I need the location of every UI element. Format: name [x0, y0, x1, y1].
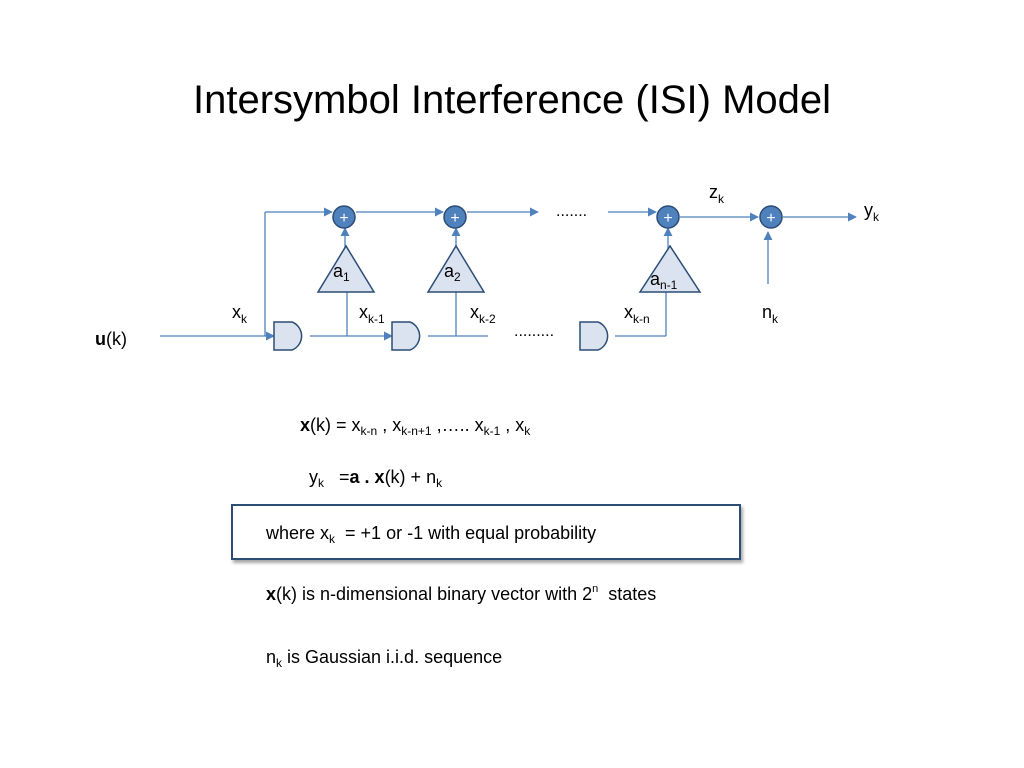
label-input-uk: u(k) — [95, 329, 127, 349]
gain-an-1 — [638, 244, 702, 293]
slide-title: Intersymbol Interference (ISI) Model — [192, 78, 832, 122]
label-yk: yk — [864, 200, 880, 224]
label-a1: a1 — [333, 261, 350, 284]
adder-plus-label: + — [450, 210, 459, 227]
label-nk: nk — [762, 302, 779, 326]
label-xk-1: xk-1 — [359, 302, 385, 326]
gain-a2 — [426, 244, 486, 293]
delay-element-1 — [273, 321, 303, 351]
label-an-1: an-1 — [650, 269, 678, 292]
binary-vector-statement: x(k) is n-dimensional binary vector with… — [266, 583, 657, 605]
probability-statement: where xk = +1 or -1 with equal probabili… — [266, 523, 597, 546]
ellipsis-top: ....... — [556, 203, 587, 220]
ellipsis-bottom: ......... — [514, 323, 554, 340]
delay-element-2 — [391, 321, 421, 351]
gain-a1 — [316, 244, 376, 293]
probability-callout-box — [231, 504, 741, 560]
label-xk: xk — [232, 302, 248, 326]
noise-statement: nk is Gaussian i.i.d. sequence — [266, 647, 503, 670]
label-zk: zk — [709, 182, 725, 206]
equation-output: yk =a . x(k) + nk — [309, 467, 443, 490]
adder-2: + — [443, 205, 467, 229]
adder-noise: + — [759, 205, 783, 229]
label-a2: a2 — [444, 261, 461, 284]
delay-element-n — [579, 321, 609, 351]
signal-wires — [160, 207, 857, 341]
equation-state-vector: x(k) = xk-n , xk-n+1 ,….. xk-1 , xk — [300, 415, 531, 438]
label-xk-2: xk-2 — [470, 302, 496, 326]
label-xk-n: xk-n — [624, 302, 650, 326]
adder-1: + — [332, 205, 356, 229]
adder-plus-label: + — [663, 210, 672, 227]
adder-plus-label: + — [766, 210, 775, 227]
adder-n: + — [656, 205, 680, 229]
adder-plus-label: + — [339, 210, 348, 227]
